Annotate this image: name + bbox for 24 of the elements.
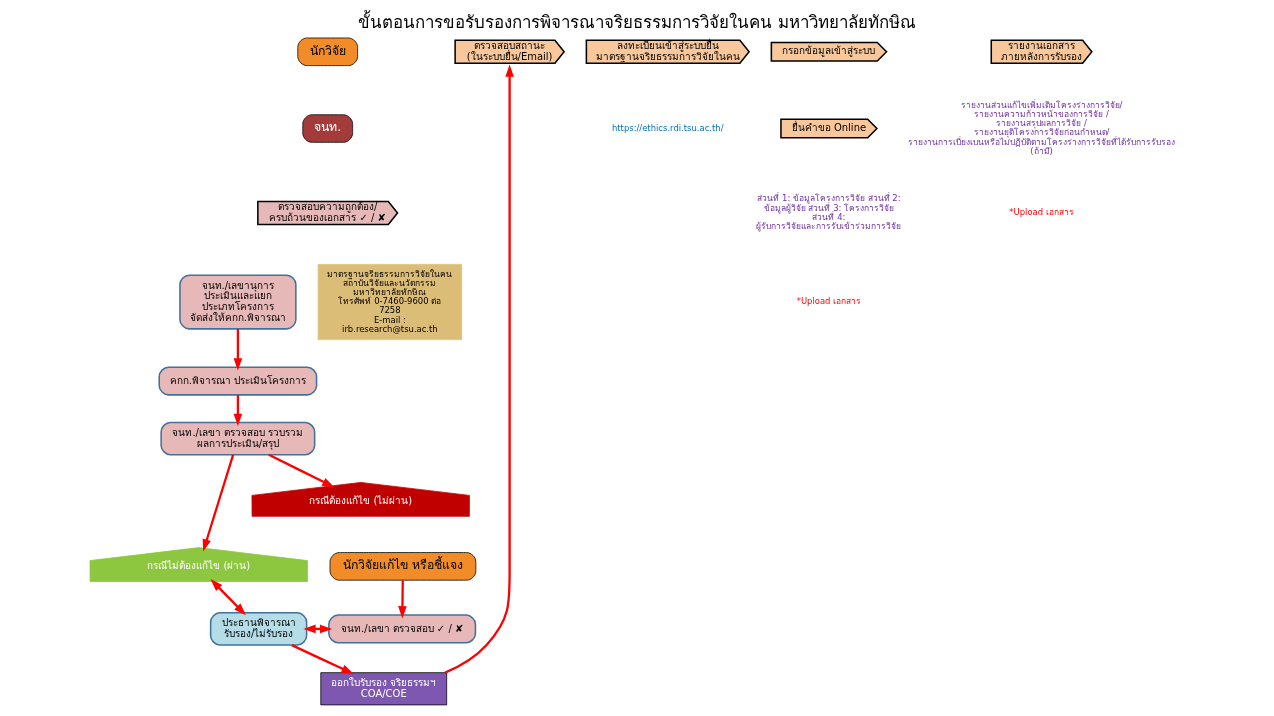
node-box: คกก.พิจารณา ประเมินโครงการ — [158, 366, 318, 396]
label: *Upload เอกสาร — [796, 296, 862, 307]
label: รายงานส่วนแก้ไขเพิ่มเติมโครงร่างการวิจัย/ รายงานความก้าวหน้าของการวิจัย / รายงานสรุปผลการวิจัย / รายงานยุติโครงการวิจัยก่อนกำหนด/ รายงานการเบี่ยงเบนหรือไม่ปฏิบัติตามโครงร่างการวิจัยที่ได้รับการรับรอง (ถ้ามี) — [908, 99, 1176, 156]
node-box: ออกใบรับรอง จริยธรรมฯ COA/COE — [320, 672, 448, 706]
node-box: นักวิจัย — [297, 37, 359, 66]
node-box: จนท./เลขานุการ ประเมินและแยก ประเภทโครงการ จัดส่งให้คกก.พิจารณา — [179, 274, 297, 330]
node-box: จนท./เลขา ตรวจสอบ รวบรวม ผลการประเมิน/สรุป — [160, 421, 316, 456]
arrow — [233, 329, 243, 371]
node-box: มาตรฐานจริยธรรมการวิจัยในคน สถาบันวิจัยและนวัตกรรม มหาวิทยาลัยทักษิณ โทรศัพท์ 0-7460-9600 ต่อ 7258 E-mail : irb.research@tsu.ac.th — [317, 264, 463, 340]
label: ส่วนที่ 1: ข้อมูลโครงการวิจัย ส่วนที่ 2: ข้อมูลผู้วิจัย ส่วนที่ 3: โครงการวิจัย ส่วนที่ 4: ผู้รับการวิจัยและการรับเข้าร่วมการวิจัย — [756, 193, 902, 231]
arrow — [268, 453, 335, 488]
node-box: จนท./เลขา ตรวจสอบ ✓ / ✘ — [328, 614, 477, 644]
arrow — [291, 644, 354, 675]
arrow — [398, 580, 407, 619]
node-box: ประธานพิจารณา รับรอง/ไม่รับรอง — [209, 612, 308, 646]
node-box: จนท. — [302, 114, 354, 143]
arrow — [233, 395, 243, 426]
arrow — [210, 579, 246, 616]
node-box: นักวิจัยแก้ไข หรือชี้แจง — [329, 552, 477, 581]
diagram-title: ขั้นตอนการขอรับรองการพิจารณาจริยธรรมการวิจัยในคน มหาวิทยาลัยทักษิณ — [358, 11, 916, 32]
arrow — [202, 454, 235, 552]
label: https://ethics.rdi.tsu.ac.th/ — [611, 122, 724, 133]
arrow — [444, 64, 514, 674]
label: *Upload เอกสาร — [1009, 207, 1074, 218]
